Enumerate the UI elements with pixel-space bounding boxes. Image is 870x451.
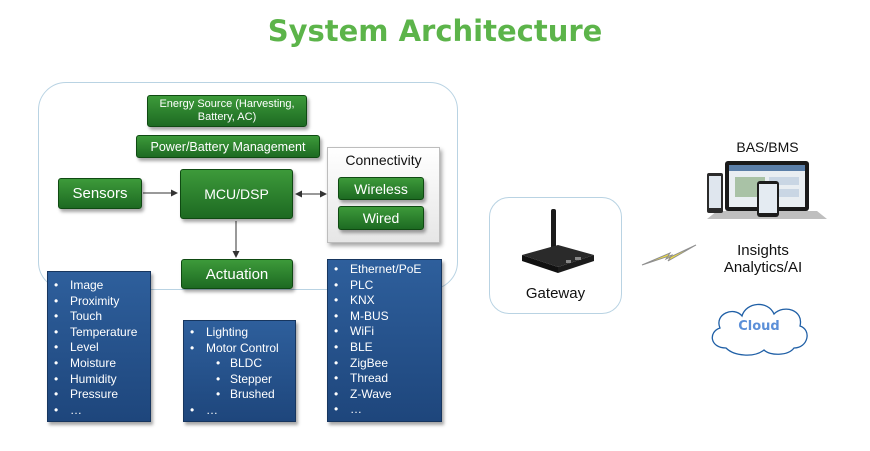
actuation-types-panel: LightingMotor ControlBLDCStepperBrushed… [183, 320, 296, 422]
cloud-icon [711, 303, 808, 356]
wireless-block: Wireless [338, 177, 424, 200]
sensor-item: … [48, 403, 150, 419]
actuation-item: Motor Control [184, 341, 295, 357]
connectivity-box: Connectivity Wireless Wired [327, 147, 440, 243]
gateway-label: Gateway [525, 285, 586, 302]
mcu-dsp-block: MCU/DSP [180, 169, 293, 219]
gateway-router-icon [522, 209, 594, 273]
energy-source-label: Energy Source (Harvesting, Battery, AC) [159, 98, 295, 123]
sensor-item: Humidity [48, 372, 150, 388]
connectivity-types-panel: Ethernet/PoEPLCKNXM-BUSWiFiBLEZigBeeThre… [327, 259, 442, 422]
actuation-item: Stepper [184, 372, 295, 388]
sensor-item: Level [48, 340, 150, 356]
actuation-types-list: LightingMotor ControlBLDCStepperBrushed… [184, 325, 295, 419]
connectivity-item: PLC [328, 278, 441, 294]
actuation-item: Brushed [184, 387, 295, 403]
wired-label: Wired [362, 210, 400, 226]
actuation-item: … [184, 403, 295, 419]
power-management-block: Power/Battery Management [136, 135, 320, 158]
wired-block: Wired [338, 206, 424, 230]
cloud-label: Cloud [738, 319, 780, 334]
devices-icon [707, 161, 827, 219]
sensor-item: Pressure [48, 387, 150, 403]
connectivity-item: KNX [328, 293, 441, 309]
connectivity-item: ZigBee [328, 356, 441, 372]
sensor-item: Moisture [48, 356, 150, 372]
connectivity-types-list: Ethernet/PoEPLCKNXM-BUSWiFiBLEZigBeeThre… [328, 262, 441, 418]
sensor-item: Touch [48, 309, 150, 325]
actuation-item: BLDC [184, 356, 295, 372]
actuation-item: Lighting [184, 325, 295, 341]
sensor-item: Temperature [48, 325, 150, 341]
connectivity-item: Ethernet/PoE [328, 262, 441, 278]
connectivity-title: Connectivity [345, 152, 422, 168]
insights-line-2: Analytics/AI [723, 259, 803, 276]
power-management-label: Power/Battery Management [150, 139, 306, 154]
bas-bms-label: BAS/BMS [736, 139, 799, 155]
sensor-item: Image [48, 278, 150, 294]
sensor-item: Proximity [48, 294, 150, 310]
actuation-label: Actuation [205, 265, 269, 283]
connectivity-item: … [328, 402, 441, 418]
sensors-label: Sensors [72, 185, 128, 202]
connectivity-item: BLE [328, 340, 441, 356]
wireless-link-icon [641, 244, 697, 266]
connectivity-item: Thread [328, 371, 441, 387]
sensors-block: Sensors [58, 178, 142, 209]
sensor-types-list: ImageProximityTouchTemperatureLevelMoist… [48, 278, 150, 418]
insights-line-1: Insights [737, 242, 789, 259]
actuation-block: Actuation [181, 259, 293, 289]
connectivity-item: WiFi [328, 324, 441, 340]
connectivity-item: Z-Wave [328, 387, 441, 403]
sensor-types-panel: ImageProximityTouchTemperatureLevelMoist… [47, 271, 151, 422]
connectivity-item: M-BUS [328, 309, 441, 325]
mcu-dsp-label: MCU/DSP [204, 186, 269, 202]
wireless-label: Wireless [354, 180, 408, 197]
insights-label: Insights Analytics/AI [698, 242, 828, 276]
page-title: System Architecture [267, 14, 603, 48]
energy-source-block: Energy Source (Harvesting, Battery, AC) [147, 95, 307, 127]
